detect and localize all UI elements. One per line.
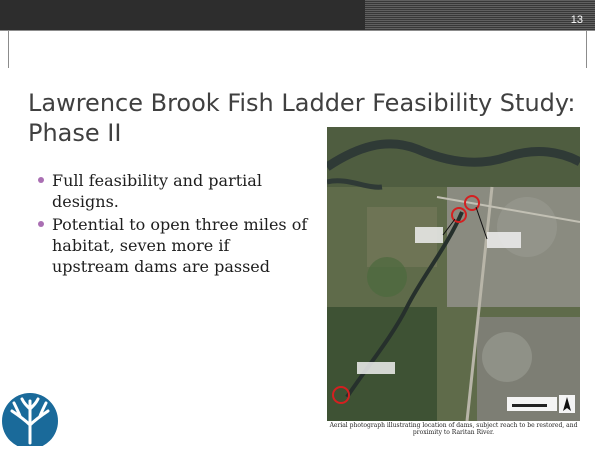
bullet-text: Full feasibility and partial designs. xyxy=(52,171,262,211)
left-frame-line xyxy=(8,30,9,68)
bullet-item: Full feasibility and partial designs. xyxy=(38,170,308,212)
page-number: 13 xyxy=(570,14,583,26)
header-stripe-pattern xyxy=(365,0,595,30)
bullet-text: Potential to open three miles of habitat… xyxy=(52,215,308,276)
logo-graphic xyxy=(2,393,58,449)
aerial-photo-drawing xyxy=(327,127,580,421)
right-frame-line xyxy=(586,30,587,68)
bullet-marker xyxy=(38,177,44,183)
aerial-photo xyxy=(327,127,580,421)
slide-header-bar: 13 xyxy=(0,0,595,30)
image-caption: Aerial photograph illustrating location … xyxy=(329,422,578,436)
header-divider xyxy=(0,30,595,31)
bullet-list: Full feasibility and partial designs. Po… xyxy=(38,170,308,279)
bullet-item: Potential to open three miles of habitat… xyxy=(38,214,308,277)
slide-title: Lawrence Brook Fish Ladder Feasibility S… xyxy=(28,89,576,147)
watershed-tree-icon xyxy=(0,385,60,449)
bullet-marker xyxy=(38,221,44,227)
